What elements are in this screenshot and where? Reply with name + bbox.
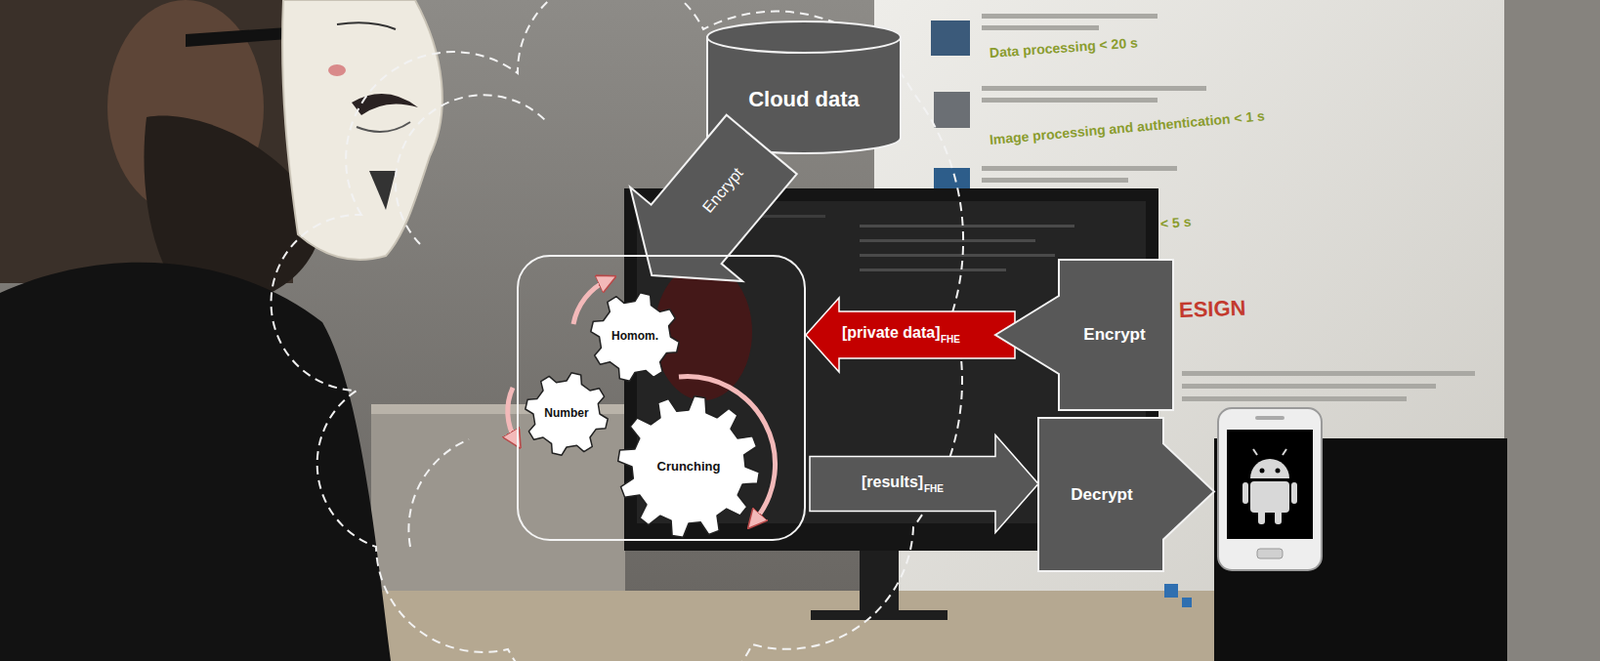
android-phone xyxy=(1257,548,1283,559)
cloud-outline xyxy=(395,94,548,245)
subscript-text: FHE xyxy=(940,334,961,345)
poster-details xyxy=(981,166,1178,171)
masked-person xyxy=(369,170,396,211)
android-phone xyxy=(1258,509,1265,525)
gear-shape xyxy=(618,396,760,539)
block-arrow xyxy=(809,435,1039,534)
android-phone xyxy=(1218,408,1322,571)
poster-details xyxy=(1181,371,1475,377)
rotation-arrows xyxy=(507,387,516,441)
gear: Crunching xyxy=(616,394,761,540)
decrypt-block-arrow: Decrypt xyxy=(1038,418,1215,572)
room xyxy=(351,590,1231,661)
android-phone xyxy=(1242,482,1249,505)
monitor xyxy=(859,239,1036,243)
block-arrow-shape xyxy=(595,97,818,323)
dark-screen xyxy=(1214,438,1508,661)
poster-text: < 5 s xyxy=(1159,214,1192,233)
masked-person xyxy=(185,27,289,47)
poster-details xyxy=(1181,383,1436,389)
poster-details xyxy=(1164,584,1179,598)
cloud-outline xyxy=(408,439,469,548)
android-phone xyxy=(1275,468,1281,474)
monitor xyxy=(859,547,899,616)
masked-person xyxy=(351,93,419,116)
monitor xyxy=(859,253,1055,257)
monitor xyxy=(859,268,1007,272)
monitor xyxy=(859,224,1075,228)
masked-person xyxy=(0,262,391,661)
poster-details xyxy=(981,85,1207,91)
block-arrow xyxy=(805,297,1015,373)
node-text: Encrypt xyxy=(1083,325,1145,345)
poster-details xyxy=(1181,396,1407,402)
gear-shape xyxy=(590,293,679,381)
android-phone xyxy=(1282,449,1287,456)
poster-details xyxy=(981,25,1099,31)
node-text: Decrypt xyxy=(1070,485,1133,506)
subscript-text: FHE xyxy=(924,483,944,495)
encrypt-block-arrow: Encrypt xyxy=(995,259,1174,411)
cloud-outline xyxy=(271,0,965,661)
gear: Homom. xyxy=(589,291,681,383)
poster-details xyxy=(981,97,1158,103)
rotation-arrows xyxy=(573,280,608,325)
android-phone xyxy=(1253,449,1258,456)
poster-details xyxy=(1181,597,1192,608)
android-phone xyxy=(1291,482,1298,505)
block-arrow-shape xyxy=(995,259,1174,411)
node-text: Homom. xyxy=(611,330,659,344)
block-arrow-shape xyxy=(1038,418,1215,572)
monitor xyxy=(810,610,948,621)
poster-details xyxy=(981,13,1158,19)
android-phone xyxy=(1226,429,1313,540)
masked-person xyxy=(0,0,443,661)
android-phone xyxy=(1218,408,1322,571)
poster-heading: ESIGN xyxy=(1178,296,1247,324)
node-text: Crunching xyxy=(657,460,721,475)
compute-box: Homom. NumberCrunching xyxy=(516,254,806,542)
masked-person xyxy=(282,0,443,260)
edge-label: [results] xyxy=(861,473,924,492)
cylinder-top xyxy=(707,21,901,53)
gear-shape xyxy=(525,373,608,456)
node-text: Number xyxy=(544,407,589,422)
gear: Number xyxy=(523,371,610,458)
poster-text: Image processing and authentication < 1 … xyxy=(988,108,1265,148)
masked-person xyxy=(328,64,346,77)
android-phone xyxy=(1260,468,1265,474)
room xyxy=(1504,0,1600,661)
poster-details xyxy=(933,91,970,128)
android-phone xyxy=(1255,416,1285,421)
poster-text: Data processing < 20 s xyxy=(988,35,1138,61)
android-phone xyxy=(1250,459,1290,479)
node-text: Cloud data xyxy=(748,86,860,112)
cloud-outline xyxy=(271,0,965,661)
android-phone xyxy=(1274,509,1282,525)
masked-person xyxy=(336,22,396,30)
android-phone xyxy=(1250,481,1290,513)
poster-details xyxy=(930,20,970,56)
edge-label: [private data] xyxy=(842,324,940,342)
masked-person xyxy=(356,122,411,132)
poster-details xyxy=(981,177,1129,183)
